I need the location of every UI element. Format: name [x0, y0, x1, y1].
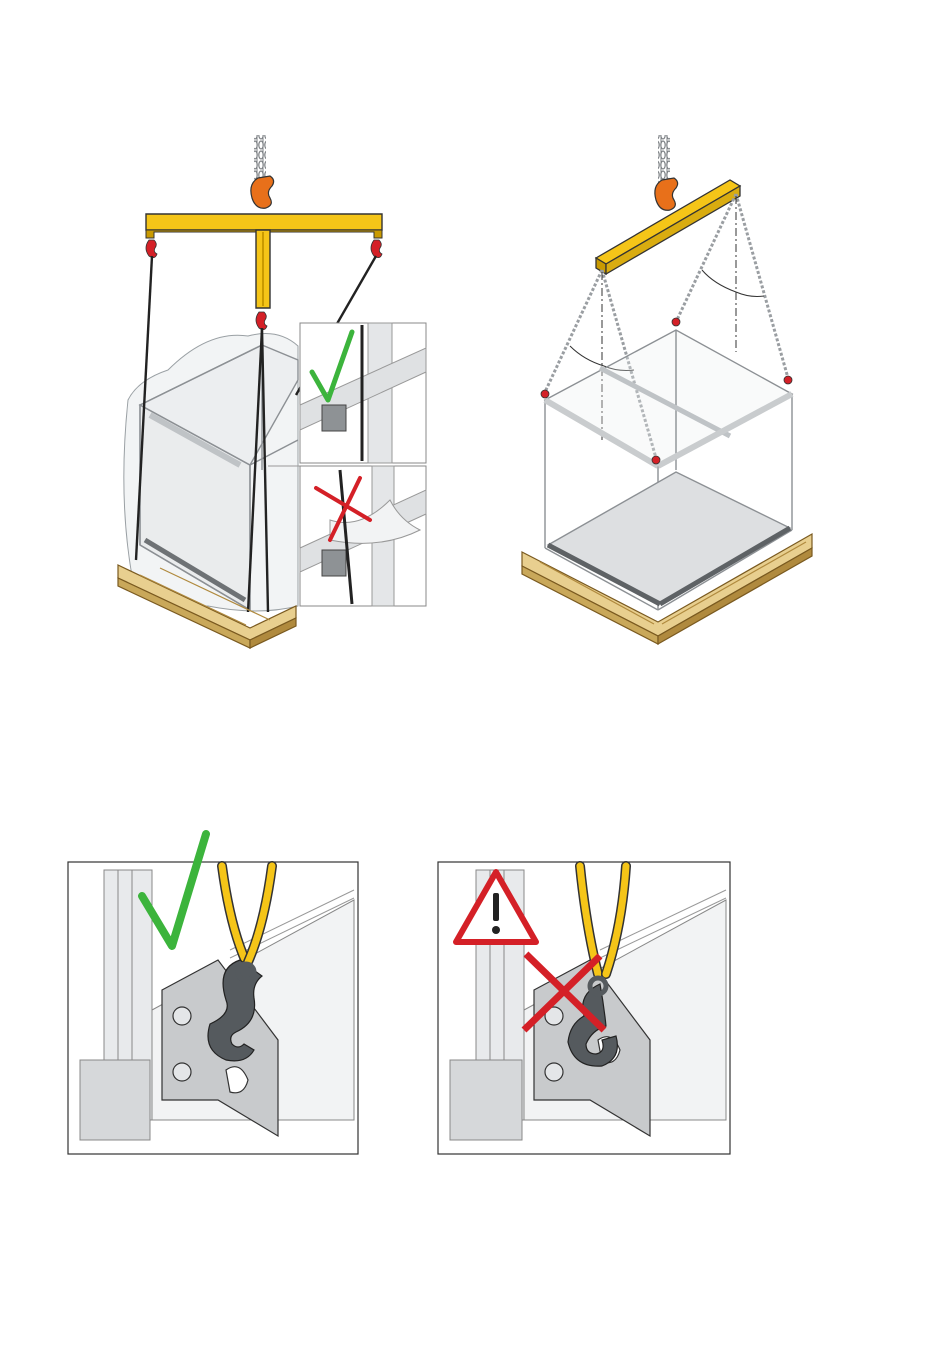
- figure-hook-orientation-correct: [68, 834, 358, 1154]
- figure-hook-orientation-wrong: [438, 862, 730, 1154]
- detail-box-correct: [300, 323, 426, 463]
- crane-chain: [658, 135, 670, 185]
- figure-chain-bridle-lift: [522, 135, 812, 644]
- crane-hook-icon: [655, 178, 678, 210]
- crane-hook-icon: [251, 176, 274, 208]
- spreader-beam: [146, 214, 382, 308]
- figure-t-beam-lift: [118, 135, 426, 648]
- detail-box-wrong: [300, 466, 426, 606]
